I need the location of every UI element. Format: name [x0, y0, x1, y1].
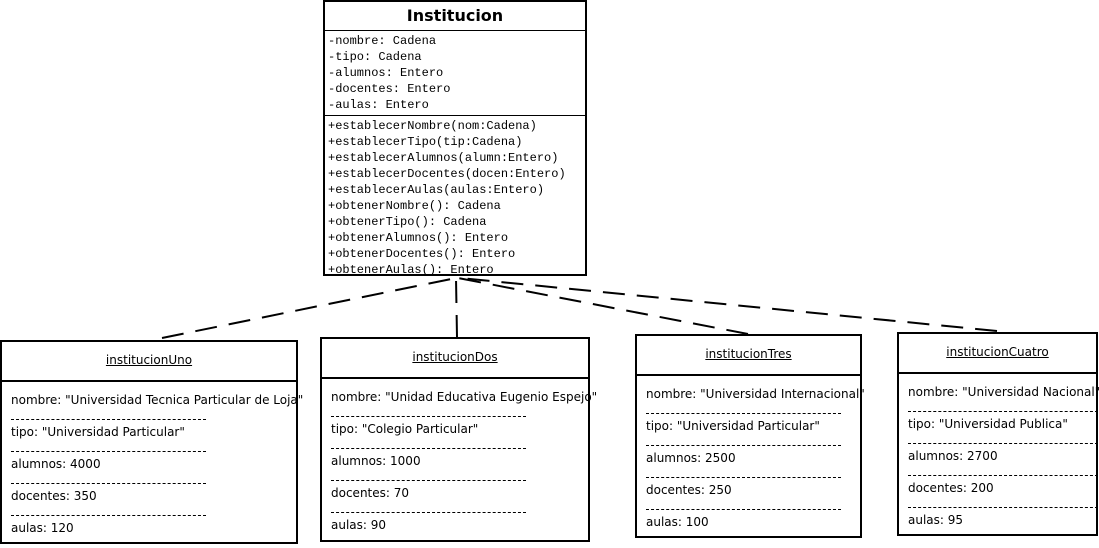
slot-text: alumnos: 2500 — [646, 451, 736, 465]
slot-row: docentes: 200 — [908, 476, 1098, 508]
object-name: institucionTres — [637, 336, 860, 376]
slot-separator — [331, 416, 526, 417]
slot-text: alumnos: 2700 — [908, 449, 998, 463]
slot-row: alumnos: 1000 — [331, 449, 588, 481]
slot-text: nombre: "Universidad Internacional" — [646, 387, 865, 401]
method: +obtenerNombre(): Cadena — [328, 199, 501, 213]
method: +obtenerAulas(): Entero — [328, 263, 494, 277]
slot-row: tipo: "Universidad Particular" — [11, 420, 296, 452]
method: +obtenerAlumnos(): Entero — [328, 231, 509, 245]
link-institucionDos — [455, 277, 458, 338]
slot-text: aulas: 100 — [646, 515, 709, 529]
object-name: institucionUno — [2, 342, 296, 382]
slot-separator — [646, 509, 841, 510]
slot-separator — [11, 451, 206, 452]
attribute: -docentes: Entero — [328, 82, 451, 96]
method: +establecerDocentes(docen:Entero) — [328, 167, 566, 181]
slot-row: tipo: "Colegio Particular" — [331, 417, 588, 449]
object-institucion-dos: institucionDos nombre: "Unidad Educativa… — [320, 337, 597, 545]
slot-row: alumnos: 2500 — [646, 446, 860, 478]
slot-row: alumnos: 2700 — [908, 444, 1098, 476]
class-name: Institucion — [325, 2, 585, 31]
slot-row: nombre: "Universidad Internacional" — [646, 382, 865, 414]
slot-text: aulas: 95 — [908, 513, 964, 527]
slot-row: tipo: "Universidad Publica" — [908, 412, 1098, 444]
slot-text: docentes: 250 — [646, 483, 732, 497]
attribute: -aulas: Entero — [328, 98, 429, 112]
method: +obtenerDocentes(): Entero — [328, 247, 516, 261]
slot-text: aulas: 90 — [331, 518, 387, 532]
slot-text: docentes: 70 — [331, 486, 410, 500]
attribute: -alumnos: Entero — [328, 66, 444, 80]
slot-separator — [331, 512, 526, 513]
slot-text: docentes: 350 — [11, 489, 97, 503]
slot-row: docentes: 250 — [646, 478, 860, 510]
slot-text: alumnos: 1000 — [331, 454, 421, 468]
slot-separator — [908, 507, 1098, 508]
slot-text: nombre: "Unidad Educativa Eugenio Espejo… — [331, 390, 598, 404]
link-institucionTres — [457, 277, 749, 335]
slot-separator — [11, 483, 206, 484]
slot-row: docentes: 70 — [331, 481, 588, 513]
slot-row: aulas: 100 — [646, 510, 860, 542]
slot-text: tipo: "Universidad Publica" — [908, 417, 1068, 431]
slot-separator — [11, 419, 206, 420]
class-institucion: Institucion -nombre: Cadena -tipo: Caden… — [323, 0, 587, 278]
object-name: institucionCuatro — [899, 334, 1096, 374]
slot-text: alumnos: 4000 — [11, 457, 101, 471]
slot-separator — [331, 448, 526, 449]
slot-text: aulas: 120 — [11, 521, 74, 535]
slot-row: alumnos: 4000 — [11, 452, 296, 484]
slot-separator — [11, 515, 206, 516]
slot-text: tipo: "Universidad Particular" — [646, 419, 820, 433]
object-institucion-tres: institucionTres nombre: "Universidad Int… — [635, 334, 865, 538]
slot-row: aulas: 90 — [331, 513, 588, 545]
slot-text: tipo: "Colegio Particular" — [331, 422, 479, 436]
object-name: institucionDos — [322, 339, 588, 379]
slot-row: nombre: "Universidad Nacional" — [908, 380, 1099, 412]
link-institucionUno — [161, 277, 457, 339]
object-institucion-uno: institucionUno nombre: "Universidad Tecn… — [0, 340, 303, 544]
method: +establecerAulas(aulas:Entero) — [328, 183, 545, 197]
class-attributes: -nombre: Cadena -tipo: Cadena -alumnos: … — [325, 31, 585, 116]
object-institucion-cuatro: institucionCuatro nombre: "Universidad N… — [897, 332, 1099, 536]
slot-text: nombre: "Universidad Nacional" — [908, 385, 1099, 399]
slot-separator — [646, 413, 841, 414]
slot-row: aulas: 120 — [11, 516, 296, 548]
method: +establecerAlumnos(alumn:Entero) — [328, 151, 559, 165]
slot-text: docentes: 200 — [908, 481, 994, 495]
slot-separator — [331, 480, 526, 481]
attribute: -tipo: Cadena — [328, 50, 422, 64]
class-methods: +establecerNombre(nom:Cadena) +establece… — [325, 116, 585, 278]
method: +establecerNombre(nom:Cadena) — [328, 119, 537, 133]
link-institucionCuatro — [459, 277, 998, 332]
slot-separator — [646, 445, 841, 446]
slot-separator — [646, 477, 841, 478]
slot-text: tipo: "Universidad Particular" — [11, 425, 185, 439]
slot-text: nombre: "Universidad Tecnica Particular … — [11, 393, 304, 407]
method: +obtenerTipo(): Cadena — [328, 215, 487, 229]
slot-row: docentes: 350 — [11, 484, 296, 516]
slot-row: nombre: "Unidad Educativa Eugenio Espejo… — [331, 385, 597, 417]
slot-separator — [908, 443, 1098, 444]
slot-separator — [908, 411, 1098, 412]
slot-row: tipo: "Universidad Particular" — [646, 414, 860, 446]
method: +establecerTipo(tip:Cadena) — [328, 135, 523, 149]
attribute: -nombre: Cadena — [328, 34, 437, 48]
slot-separator — [908, 475, 1098, 476]
slot-row: nombre: "Universidad Tecnica Particular … — [11, 388, 303, 420]
slot-row: aulas: 95 — [908, 508, 1096, 540]
